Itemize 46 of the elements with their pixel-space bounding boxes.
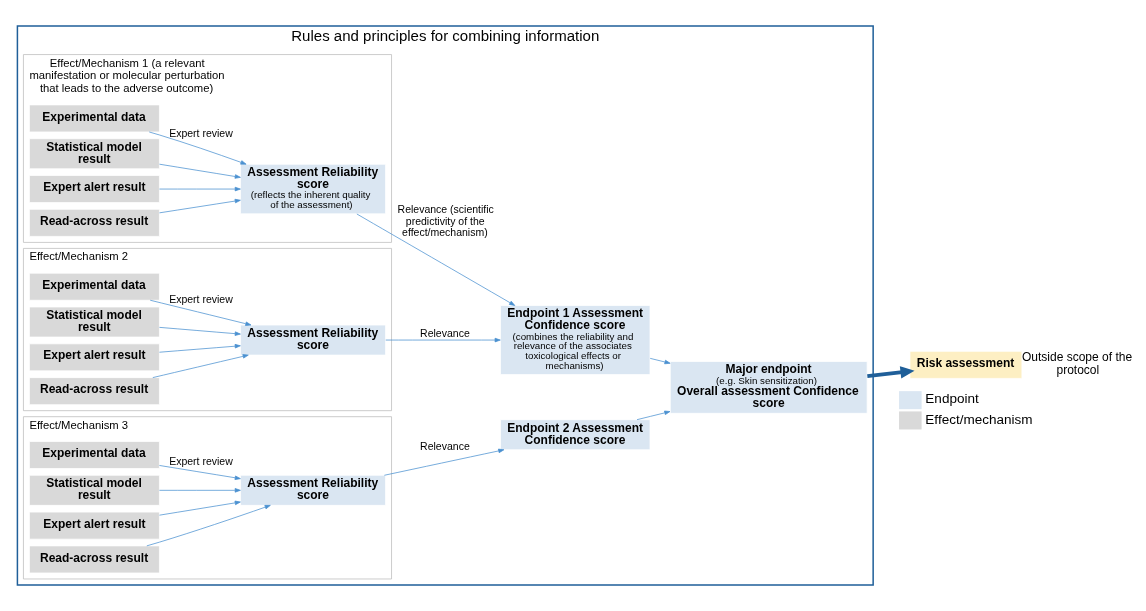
arrow xyxy=(159,163,241,179)
node-box: Read-across result xyxy=(29,377,160,406)
edge-label: Expert review xyxy=(169,292,233,305)
arrow xyxy=(159,465,241,480)
edge-label: Relevance xyxy=(420,327,470,340)
node-box: Experimental data xyxy=(29,272,160,301)
node-box: Endpoint 1 Assessment Confidence score (combines the reliability and relevance of the associates toxicological effects or mechanisms) xyxy=(500,305,651,375)
node-box: Statistical model result xyxy=(29,474,160,506)
node-box: Expert alert result xyxy=(29,343,160,372)
arrow xyxy=(159,198,241,214)
arrow xyxy=(649,358,671,365)
arrow xyxy=(148,131,247,165)
arrow xyxy=(149,299,252,326)
edge-label: Relevance xyxy=(420,439,470,452)
arrow xyxy=(383,448,505,476)
node-box: Expert alert result xyxy=(29,175,160,203)
node-box: Read-across result xyxy=(29,545,160,574)
arrow xyxy=(159,500,241,516)
arrow xyxy=(146,504,271,547)
arrow xyxy=(867,366,915,379)
arrow xyxy=(356,213,516,306)
node-box: Major endpoint (e.g. Skin sensitization) Overall assessment Confidence score xyxy=(669,361,868,414)
legend-label: Effect/mechanism xyxy=(925,411,1033,427)
node-box: Statistical model result xyxy=(29,138,160,170)
arrow xyxy=(636,410,671,421)
node-box: Assessment Reliability score xyxy=(240,474,386,506)
legend-label: Endpoint xyxy=(925,391,979,407)
arrow xyxy=(159,344,241,353)
node-box: Statistical model result xyxy=(29,306,160,338)
arrow xyxy=(159,488,241,493)
node-box: Read-across result xyxy=(29,208,160,237)
arrow xyxy=(159,327,241,336)
arrow xyxy=(159,186,241,192)
edge-label: Relevance (scientific predictivity of the effect/mechanism) xyxy=(397,203,494,238)
node-box: Assessment Reliability score (reflects the inherent quality of the assessment) xyxy=(240,163,386,215)
node-box: Assessment Reliability score xyxy=(240,324,386,356)
node-box: Experimental data xyxy=(29,441,160,469)
arrow xyxy=(152,354,249,378)
arrow xyxy=(385,337,501,343)
edge-label: Expert review xyxy=(169,454,233,467)
node-box: Endpoint 2 Assessment Confidence score xyxy=(500,419,651,451)
node-box: Risk assessment xyxy=(909,350,1023,379)
node-box: Expert alert result xyxy=(29,511,160,540)
node-label: Outside scope of the protocol xyxy=(1021,349,1133,378)
edge-label: Expert review xyxy=(169,126,233,139)
node-box: Experimental data xyxy=(29,104,160,133)
